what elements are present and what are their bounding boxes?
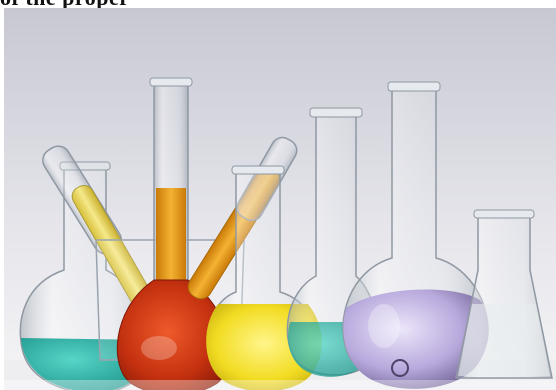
erlenmeyer-flask-right [455,209,553,379]
reflection [4,380,556,390]
lavender-round-flask [342,81,489,389]
red-volumetric-flask [116,77,230,390]
lab-glassware-photo [4,8,556,390]
cropped-caption-text: of the proper [0,0,556,10]
